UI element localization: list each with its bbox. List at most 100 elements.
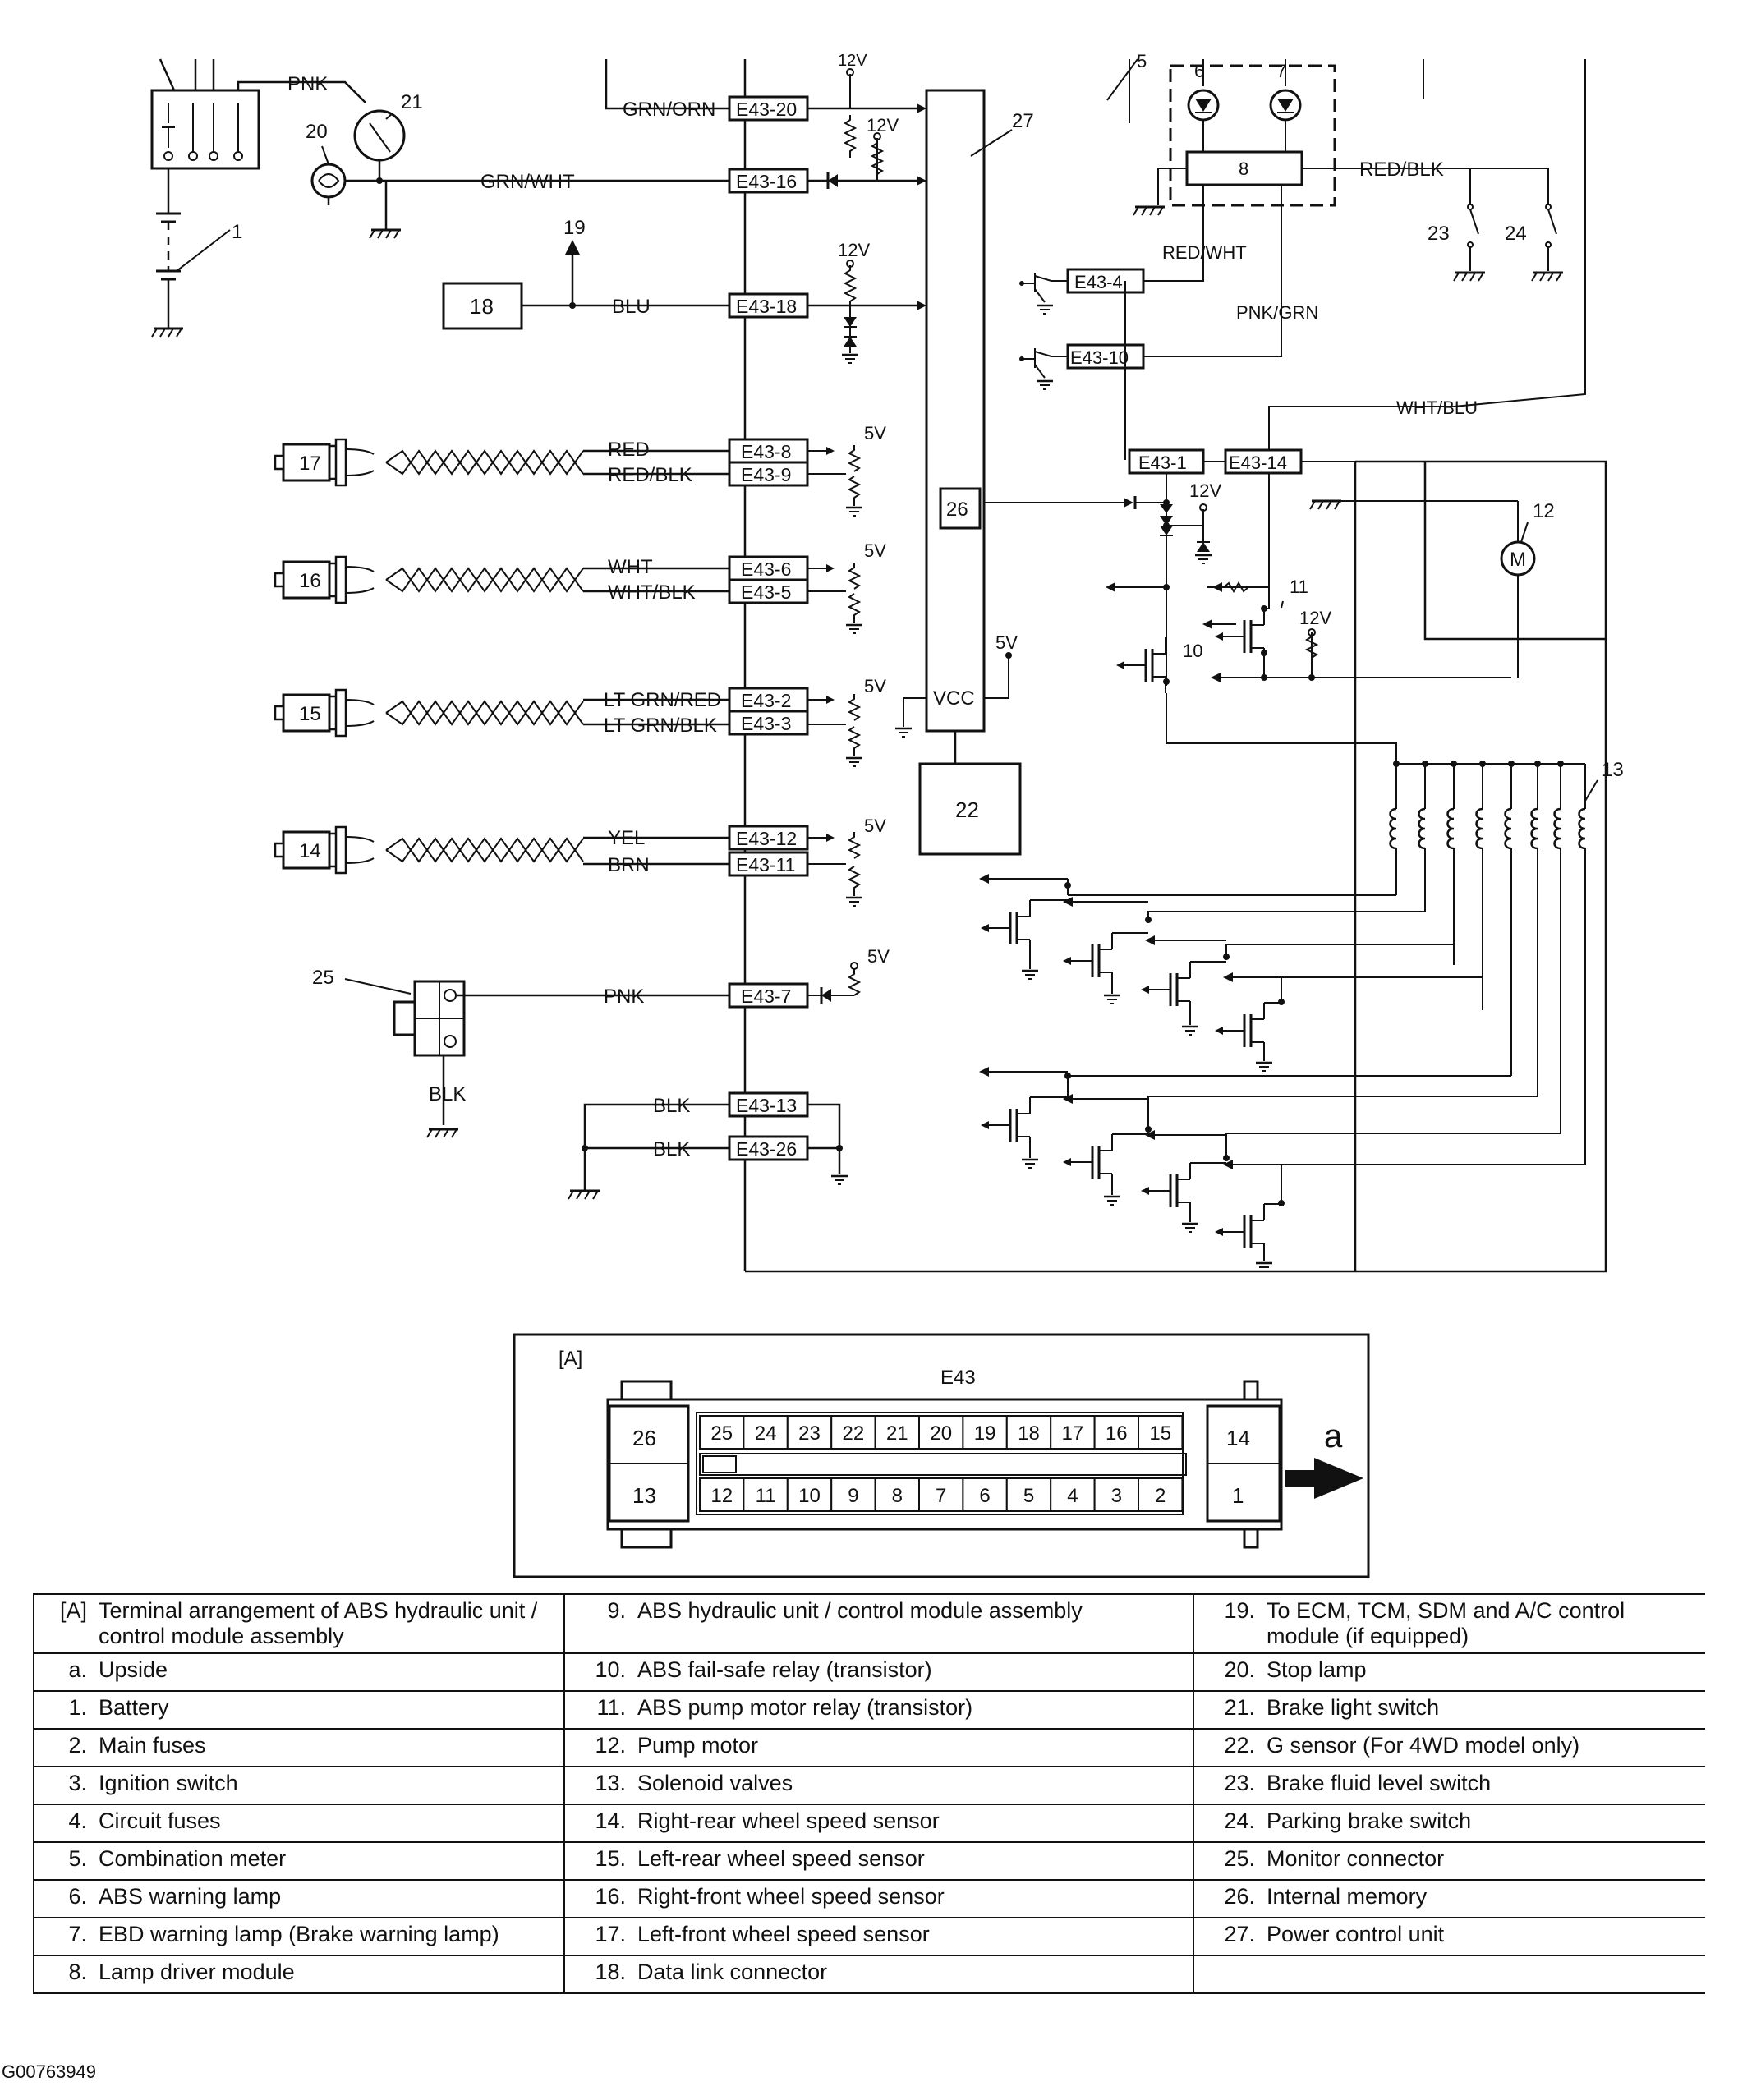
callout-12: 12 bbox=[1533, 500, 1555, 522]
legend-number: 8. bbox=[68, 1960, 87, 1984]
legend-cell: 9.ABS hydraulic unit / control module as… bbox=[564, 1593, 1194, 1654]
wire-label: RED/BLK bbox=[1359, 159, 1444, 181]
legend-cell: 27.Power control unit bbox=[1193, 1918, 1705, 1956]
pin-cell bbox=[1138, 1415, 1184, 1450]
pin-cell bbox=[962, 1415, 1008, 1450]
pin-label: 16 bbox=[1106, 1422, 1128, 1445]
legend-number: [A] bbox=[59, 1598, 87, 1623]
wire-label: RED bbox=[608, 439, 650, 461]
pin-label: 10 bbox=[798, 1485, 821, 1507]
terminal-e43-20: E43-20 bbox=[736, 99, 797, 120]
wheel-speed-sensor-14: 14 YEL BRN bbox=[274, 825, 731, 876]
legend-number: 9. bbox=[607, 1598, 626, 1623]
legend-text: Left-rear wheel speed sensor bbox=[637, 1846, 925, 1871]
wire-label: LT GRN/RED bbox=[604, 689, 721, 711]
legend-number: 16. bbox=[595, 1884, 626, 1909]
wheel-speed-sensor-15: 15 LT GRN/RED LT GRN/BLK bbox=[274, 688, 731, 738]
legend-cell bbox=[1193, 1955, 1705, 1994]
legend-number: 19. bbox=[1224, 1598, 1255, 1623]
legend-row: 8. Lamp driver module 18.Data link connect… bbox=[33, 1955, 1705, 1994]
legend-cell: 10.ABS fail-safe relay (transistor) bbox=[564, 1653, 1194, 1692]
pin-label: 15 bbox=[1149, 1422, 1171, 1445]
legend-text: Power control unit bbox=[1267, 1922, 1445, 1946]
legend-text: Right-rear wheel speed sensor bbox=[637, 1808, 940, 1833]
wire-label: BLK bbox=[653, 1095, 690, 1117]
solenoid-valves: 13 bbox=[979, 759, 1624, 1273]
terminal-e43-12: E43-12 bbox=[736, 828, 797, 849]
terminal-e43-1: E43-1 bbox=[1138, 453, 1187, 473]
legend-text: ABS pump motor relay (transistor) bbox=[637, 1695, 973, 1720]
wire-label: PNK bbox=[604, 986, 644, 1008]
legend-number: 11. bbox=[596, 1695, 626, 1720]
pin-label: 7 bbox=[936, 1485, 946, 1507]
legend-cell: 19.To ECM, TCM, SDM and A/C control modu… bbox=[1193, 1593, 1705, 1654]
pin-cell bbox=[1138, 1477, 1184, 1512]
motor-label: M bbox=[1510, 549, 1526, 571]
pin-label: 24 bbox=[755, 1422, 777, 1445]
legend-text: Lamp driver module bbox=[99, 1960, 295, 1984]
pin-label: 5 bbox=[1023, 1485, 1034, 1507]
terminal-e43-7: E43-7 bbox=[741, 986, 791, 1007]
legend-number: 20. bbox=[1224, 1657, 1255, 1682]
legend-cell: 18.Data link connector bbox=[564, 1955, 1194, 1994]
legend-cell: 3.Ignition switch bbox=[33, 1767, 565, 1805]
legend-number: 24. bbox=[1224, 1808, 1255, 1833]
pin-cell bbox=[699, 1415, 745, 1450]
callout-8: 8 bbox=[1239, 159, 1248, 179]
legend-cell: 8. Lamp driver module bbox=[33, 1955, 565, 1994]
legend-text: G sensor (For 4WD model only) bbox=[1267, 1733, 1580, 1758]
legend-number: 26. bbox=[1224, 1884, 1255, 1909]
legend-cell: 14.Right-rear wheel speed sensor bbox=[564, 1804, 1194, 1843]
voltage-label: 5V bbox=[864, 816, 886, 836]
monitor-input: 5V bbox=[807, 946, 890, 1004]
callout-13: 13 bbox=[1602, 759, 1624, 781]
legend-text: Parking brake switch bbox=[1267, 1808, 1472, 1833]
wire-label: BRN bbox=[608, 854, 650, 876]
legend-number: 17. bbox=[595, 1922, 626, 1946]
pin-label: 3 bbox=[1111, 1485, 1122, 1507]
pin-label: 22 bbox=[843, 1422, 865, 1445]
relay-section: E43-1 E43-14 12V 10 11 bbox=[984, 448, 1511, 764]
wire-label: PNK bbox=[287, 73, 328, 95]
callout-19: 19 bbox=[563, 217, 586, 239]
legend-text: Right-front wheel speed sensor bbox=[637, 1884, 945, 1909]
legend-text: Combination meter bbox=[99, 1846, 287, 1871]
legend-text: Pump motor bbox=[637, 1733, 759, 1758]
wire-label: PNK/GRN bbox=[1236, 302, 1318, 323]
callout-27: 27 bbox=[1012, 110, 1034, 132]
callout-11: 11 bbox=[1290, 577, 1308, 597]
legend-cell: 5.Combination meter bbox=[33, 1842, 565, 1881]
legend-number: 13. bbox=[595, 1771, 626, 1795]
legend-cell: 13.Solenoid valves bbox=[564, 1767, 1194, 1805]
callout-7: 7 bbox=[1276, 61, 1286, 81]
pin-label: 25 bbox=[710, 1422, 733, 1445]
legend-text: Ignition switch bbox=[99, 1771, 238, 1795]
terminal-e43-3: E43-3 bbox=[741, 713, 791, 734]
legend-text: Brake light switch bbox=[1267, 1695, 1440, 1720]
legend-number: 1. bbox=[68, 1695, 87, 1720]
power-control-unit: 27 26 VCC 5V 22 bbox=[894, 89, 1034, 856]
legend-text: ABS warning lamp bbox=[99, 1884, 282, 1909]
terminal-e43-5: E43-5 bbox=[741, 581, 791, 603]
wire-label: BLK bbox=[429, 1083, 466, 1105]
legend-number: 2. bbox=[68, 1733, 87, 1758]
internal-inputs: 12V 12V 12V 5V 5V bbox=[807, 52, 926, 1004]
pin-cell bbox=[874, 1415, 920, 1450]
vcc-label: VCC bbox=[933, 687, 975, 710]
legend-cell: 16. Right-front wheel speed sensor bbox=[564, 1880, 1194, 1918]
legend-number: 23. bbox=[1224, 1771, 1255, 1795]
wire-label: WHT bbox=[608, 556, 653, 578]
wire-label: GRN/WHT bbox=[480, 171, 575, 193]
legend-text: ABS fail-safe relay (transistor) bbox=[637, 1657, 932, 1682]
legend-cell: 11. ABS pump motor relay (transistor) bbox=[564, 1691, 1194, 1730]
pin-cell bbox=[786, 1477, 833, 1512]
battery-fuse-block: PNK 1 bbox=[150, 58, 366, 338]
legend-cell: 1.Battery bbox=[33, 1691, 565, 1730]
terminal-column-left: E43-20 E43-16 E43-18 E43-8 E43-9 E43-6 E… bbox=[728, 95, 809, 1161]
voltage-label: 5V bbox=[864, 540, 886, 561]
legend-cell: 23.Brake fluid level switch bbox=[1193, 1767, 1705, 1805]
legend-cell: 2.Main fuses bbox=[33, 1729, 565, 1767]
